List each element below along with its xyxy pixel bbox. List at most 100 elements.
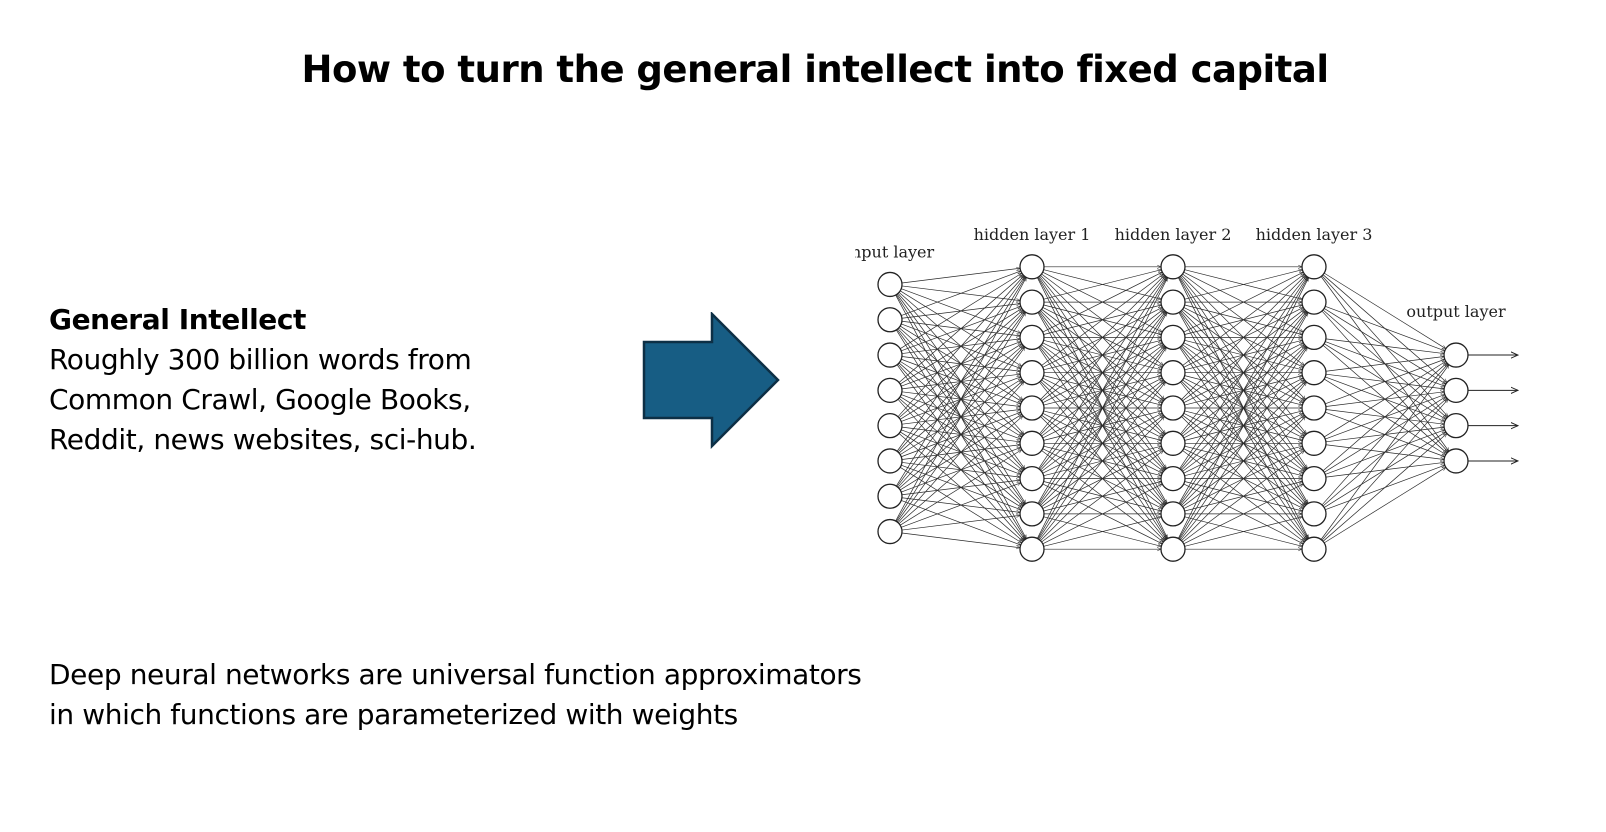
layer-label: hidden layer 3 [1256,225,1373,244]
network-edge [1325,357,1444,372]
network-edge [1325,338,1444,354]
network-node [1160,536,1186,562]
network-node [1019,395,1045,421]
network-edge [1178,313,1308,539]
network-edge [1322,363,1447,471]
network-edge [1321,364,1448,506]
network-edge [901,271,1021,316]
network-edge [1184,517,1303,547]
network-node [1443,448,1469,474]
general-intellect-heading: General Intellect [49,303,307,336]
network-edge [1182,274,1305,366]
network-node [1301,360,1327,386]
explanation-line: Deep neural networks are universal funct… [49,658,862,691]
network-node [1301,501,1327,527]
network-edge [901,483,1021,528]
network-node [877,342,903,368]
network-edge [1179,347,1308,540]
network-node [1301,465,1327,492]
network-edge [1178,278,1309,539]
network-edge [898,275,1023,383]
general-intellect-line: Roughly 300 billion words from [49,343,472,376]
network-edge [1038,347,1167,540]
explanation-line: in which functions are parameterized wit… [49,698,738,731]
network-node [1301,289,1327,315]
network-edge [1037,313,1167,539]
network-edge [1043,517,1162,547]
network-node [1019,360,1045,386]
right-arrow-icon [642,312,780,450]
network-edge [901,532,1020,548]
network-node [1160,465,1186,492]
network-edge [897,382,1024,523]
network-edge [1038,277,1167,469]
network-edge [896,312,1025,522]
network-node [1019,465,1045,492]
network-edge [900,273,1022,350]
network-edge [1039,276,1165,435]
network-node [1160,501,1186,527]
layer-label: hidden layer 1 [974,225,1091,244]
network-node [1443,412,1469,439]
network-node [1301,395,1327,421]
network-edge [1037,278,1168,539]
network-edge [1043,270,1162,300]
network-node [1160,324,1186,351]
network-edge [897,276,1024,417]
network-node [877,483,903,509]
network-edge [1322,434,1447,542]
network-node [1301,324,1327,351]
network-edge [900,450,1022,526]
network-edge [1182,451,1305,543]
general-intellect-line: Reddit, news websites, sci-hub. [49,423,477,456]
general-intellect-block: General Intellect Roughly 300 billion wo… [49,300,629,460]
network-node [1160,395,1186,421]
network-edge [1039,382,1165,541]
slide-title: How to turn the general intellect into f… [301,48,1329,91]
network-node [877,448,903,474]
network-edge [898,416,1023,524]
network-node [877,307,903,333]
network-edge [1325,305,1445,351]
network-edge [1321,399,1448,541]
network-edge [1037,277,1167,504]
network-edge [1179,277,1308,469]
network-node [1443,342,1469,368]
network-edge [1183,271,1304,333]
network-edge [896,347,1025,523]
network-edge [896,276,1025,452]
network-edge [1324,361,1446,438]
network-node [1019,536,1045,562]
network-output-arrows [1468,355,1518,461]
network-edge [1320,365,1449,540]
network-edge [901,268,1020,284]
network-node [877,377,903,404]
network-edge [1178,277,1308,504]
network-edge [1041,274,1164,366]
network-edge [1181,416,1305,541]
network-edge [1324,272,1446,349]
network-node [1019,324,1045,351]
network-node [1301,254,1327,280]
network-edge [1042,483,1163,545]
network-node [1019,289,1045,315]
network-node [1160,289,1186,315]
network-edge [1040,416,1164,541]
network-edge [1324,467,1446,544]
network-edge [1181,275,1305,400]
network-node [1301,536,1327,562]
network-edge [1183,483,1304,545]
network-edge [1041,451,1164,543]
network-node [1019,501,1045,527]
explanation-text: Deep neural networks are universal funct… [49,655,949,735]
network-node [1443,377,1469,404]
network-node [877,412,903,439]
network-edges [895,267,1449,549]
network-edge [1184,270,1303,300]
network-node [1019,254,1045,280]
network-edge [896,277,1025,487]
network-nodes [877,254,1469,562]
network-edge [1042,271,1163,333]
network-node [877,271,903,298]
